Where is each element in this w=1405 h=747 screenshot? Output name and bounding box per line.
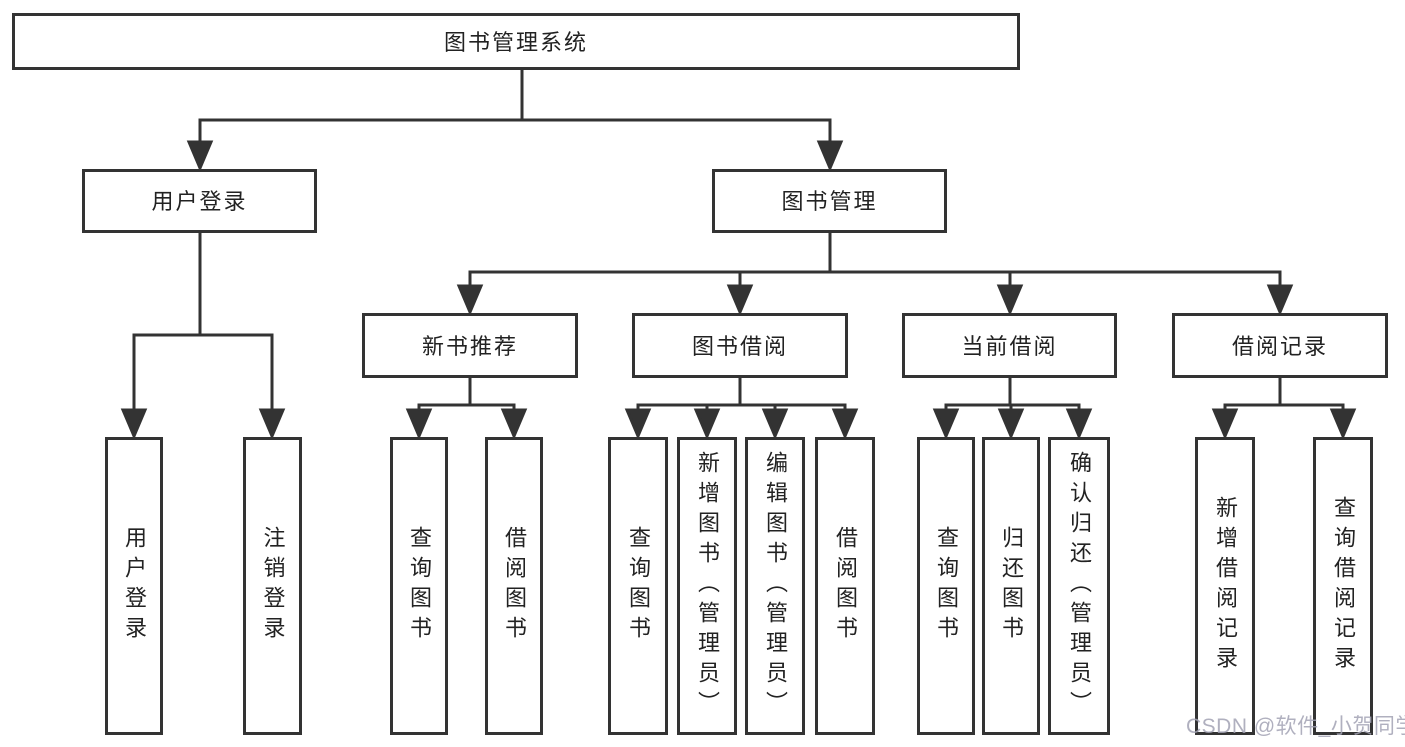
- arrow-icon: [997, 408, 1025, 440]
- leaf-query-borrow-record-label: 查询借阅记录: [1331, 496, 1356, 676]
- leaf-edit-book-admin: 编辑图书（管理员）: [745, 437, 805, 735]
- leaf-logout-label: 注销登录: [260, 526, 286, 646]
- node-book-management: 图书管理: [712, 169, 947, 233]
- leaf-add-book-admin: 新增图书（管理员）: [677, 437, 737, 735]
- arrow-icon: [996, 284, 1024, 316]
- arrow-icon: [258, 408, 286, 440]
- arrow-icon: [1065, 408, 1093, 440]
- leaf-confirm-return-admin-label: 确认归还（管理员）: [1067, 451, 1092, 721]
- arrow-icon: [1211, 408, 1239, 440]
- leaf-query-borrow-record: 查询借阅记录: [1313, 437, 1373, 735]
- connector-book-borrowing-to-leaves: [624, 378, 859, 440]
- leaf-logout: 注销登录: [243, 437, 302, 735]
- connector-new-book-to-leaves: [405, 378, 528, 440]
- node-new-book-recommend: 新书推荐: [362, 313, 578, 378]
- leaf-user-login: 用户登录: [105, 437, 163, 735]
- arrow-icon: [456, 284, 484, 316]
- node-book-management-label: 图书管理: [781, 189, 878, 214]
- arrow-icon: [405, 408, 433, 440]
- arrow-icon: [624, 408, 652, 440]
- leaf-add-book-admin-label: 新增图书（管理员）: [695, 451, 720, 721]
- arrow-icon: [693, 408, 721, 440]
- connector-borrowing-records-to-leaves: [1211, 378, 1357, 440]
- node-root-system: 图书管理系统: [12, 13, 1020, 70]
- leaf-edit-book-admin-label: 编辑图书（管理员）: [763, 451, 788, 721]
- connector-root-to-level2: [186, 70, 844, 172]
- leaf-borrow-books-label: 借阅图书: [833, 526, 858, 646]
- arrow-icon: [831, 408, 859, 440]
- watermark: CSDN @软件_小贺同学: [1186, 715, 1405, 738]
- node-new-book-recommend-label: 新书推荐: [421, 333, 518, 359]
- connector-current-borrowing-to-leaves: [932, 378, 1093, 440]
- leaf-query-books-recommend: 查询图书: [390, 437, 448, 735]
- arrow-icon: [761, 408, 789, 440]
- leaf-confirm-return-admin: 确认归还（管理员）: [1048, 437, 1110, 735]
- leaf-query-books-current: 查询图书: [917, 437, 975, 735]
- leaf-user-login-label: 用户登录: [122, 526, 147, 646]
- leaf-return-books: 归还图书: [982, 437, 1040, 735]
- node-book-borrowing: 图书借阅: [632, 313, 848, 378]
- leaf-query-books-borrowing: 查询图书: [608, 437, 668, 735]
- leaf-query-books-current-label: 查询图书: [934, 526, 959, 646]
- leaf-borrow-books: 借阅图书: [815, 437, 875, 735]
- arrow-icon: [932, 408, 960, 440]
- arrow-icon: [500, 408, 528, 440]
- leaf-borrow-books-recommend-label: 借阅图书: [502, 526, 527, 646]
- node-book-borrowing-label: 图书借阅: [691, 333, 788, 359]
- leaf-return-books-label: 归还图书: [999, 526, 1024, 646]
- leaf-add-borrow-record-label: 新增借阅记录: [1213, 496, 1238, 676]
- node-root-system-label: 图书管理系统: [443, 29, 588, 55]
- arrow-icon: [1329, 408, 1357, 440]
- connector-user-login-to-leaves: [120, 233, 286, 440]
- node-borrowing-records-label: 借阅记录: [1231, 333, 1328, 359]
- leaf-add-borrow-record: 新增借阅记录: [1195, 437, 1255, 735]
- arrow-icon: [816, 140, 844, 172]
- connector-book-management-to-level3: [456, 233, 1294, 316]
- arrow-icon: [120, 408, 148, 440]
- leaf-query-books-borrowing-label: 查询图书: [626, 526, 651, 646]
- arrow-icon: [186, 140, 214, 172]
- arrow-icon: [1266, 284, 1294, 316]
- node-user-login: 用户登录: [82, 169, 317, 233]
- node-current-borrowing-label: 当前借阅: [961, 333, 1058, 359]
- node-current-borrowing: 当前借阅: [902, 313, 1117, 378]
- node-borrowing-records: 借阅记录: [1172, 313, 1388, 378]
- leaf-borrow-books-recommend: 借阅图书: [485, 437, 543, 735]
- arrow-icon: [726, 284, 754, 316]
- node-user-login-label: 用户登录: [151, 189, 248, 214]
- leaf-query-books-recommend-label: 查询图书: [407, 526, 432, 646]
